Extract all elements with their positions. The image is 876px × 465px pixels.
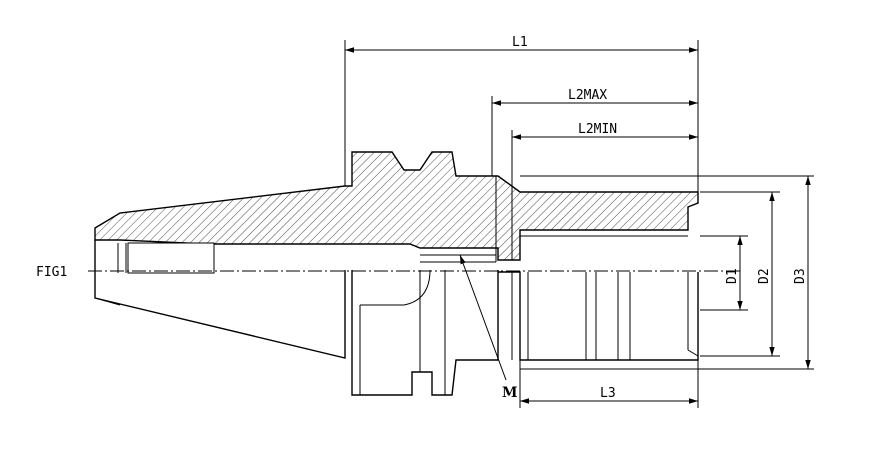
dimension-d2: D2 [700,191,780,357]
outline-lower-half [94,240,699,396]
svg-text:L1: L1 [512,35,528,50]
dimension-l2min: L2MIN [511,122,698,176]
svg-text:D2: D2 [757,268,772,284]
rod-pocket [127,242,215,274]
section-upper-half [94,151,699,274]
svg-text:L2MIN: L2MIN [578,122,617,137]
dimension-l2max: L2MAX [491,88,698,176]
svg-text:M: M [502,385,518,401]
callout-m: M [459,254,518,401]
svg-text:D3: D3 [793,268,808,284]
svg-text:L2MAX: L2MAX [568,88,607,103]
dimension-l3: L3 [519,360,699,408]
svg-text:D1: D1 [725,268,740,284]
figure-label: FIG1 [36,265,67,280]
dimension-d1: D1 [700,235,748,311]
dimension-d3: D3 [520,175,814,370]
dimension-l1: L1 [344,35,699,192]
svg-text:L3: L3 [600,386,616,401]
